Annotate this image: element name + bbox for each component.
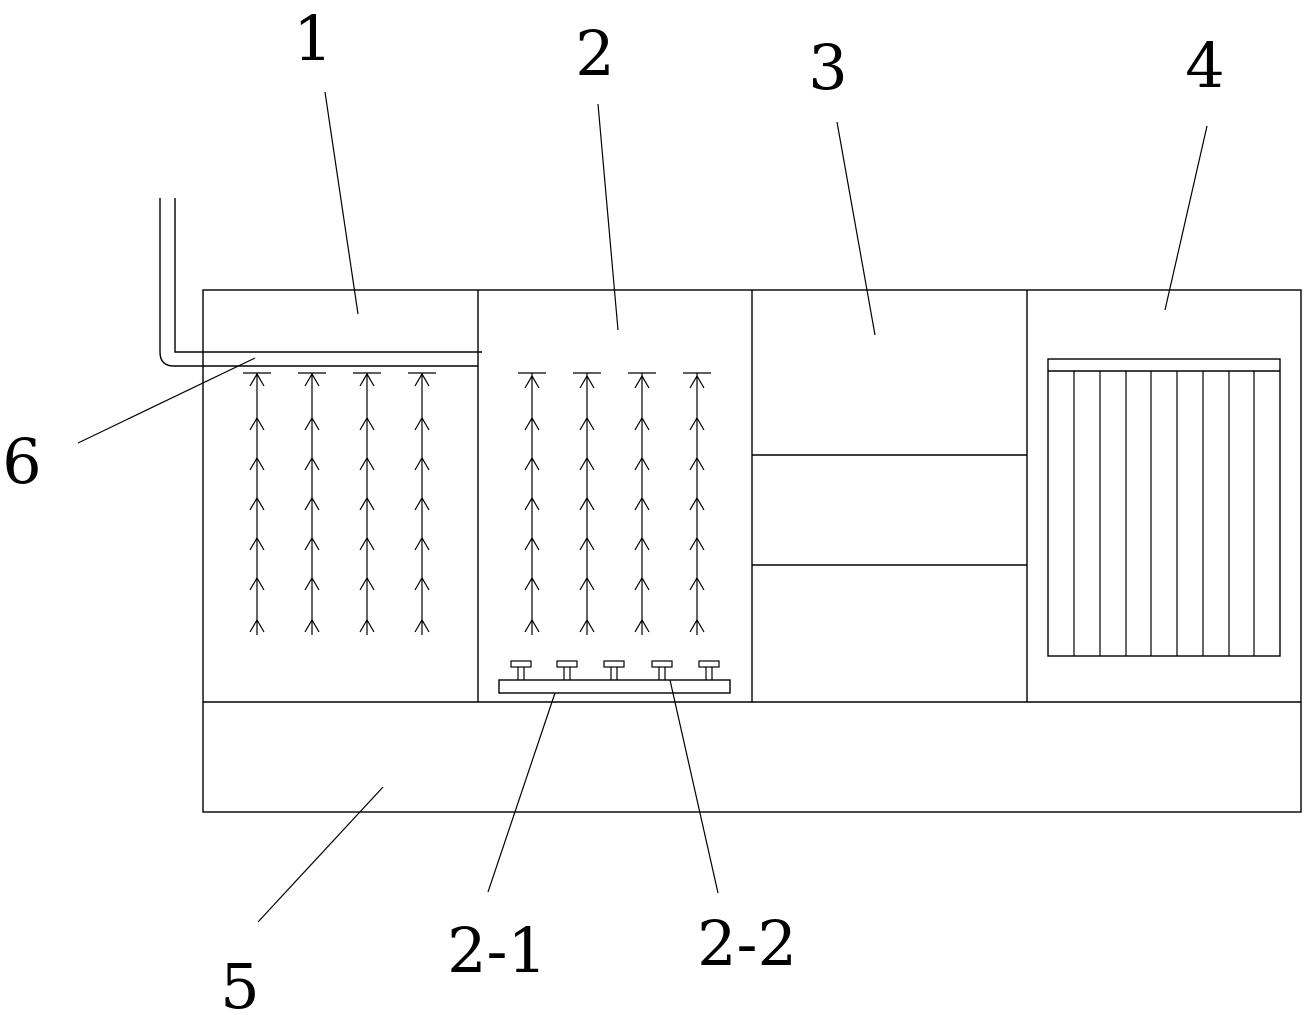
spray-chevron bbox=[249, 456, 265, 471]
spray-line-chamber-2-1 bbox=[518, 372, 546, 635]
spray-chevron bbox=[634, 496, 650, 511]
spray-chevron bbox=[359, 536, 375, 551]
nozzle-3 bbox=[603, 660, 625, 680]
callout-2: 2 bbox=[575, 17, 614, 90]
spray-chevron bbox=[689, 496, 705, 511]
callout-3: 3 bbox=[808, 31, 847, 104]
nozzle-1 bbox=[510, 660, 532, 680]
leader-line-5 bbox=[257, 786, 384, 923]
spray-chevron bbox=[414, 496, 430, 511]
spray-line-chamber-2-4 bbox=[683, 372, 711, 635]
spray-chevron bbox=[524, 536, 540, 551]
spray-chevron bbox=[689, 576, 705, 591]
callout-2-1: 2-1 bbox=[447, 914, 547, 987]
spray-chevron bbox=[579, 576, 595, 591]
nozzle-cap bbox=[556, 660, 578, 668]
spray-chevron bbox=[634, 456, 650, 471]
spray-chevron bbox=[249, 496, 265, 511]
spray-chevron bbox=[634, 536, 650, 551]
leader-line-2-2 bbox=[669, 679, 719, 894]
callout-1: 1 bbox=[293, 2, 332, 75]
spray-chevron bbox=[304, 576, 320, 591]
spray-chevron bbox=[524, 456, 540, 471]
spray-line-chamber-1-3 bbox=[353, 372, 381, 635]
spray-chevron bbox=[359, 618, 375, 633]
leader-line-4 bbox=[1164, 125, 1208, 311]
spray-chevron bbox=[524, 374, 540, 389]
spray-chevron bbox=[359, 576, 375, 591]
spray-lines-chamber-1 bbox=[243, 372, 436, 635]
nozzle-2 bbox=[556, 660, 578, 680]
spray-chevron bbox=[304, 618, 320, 633]
leader-line-3 bbox=[836, 121, 876, 336]
spray-chevron bbox=[249, 372, 265, 387]
leader-line-1 bbox=[324, 91, 359, 315]
spray-chevron bbox=[634, 576, 650, 591]
spray-line-chamber-2-2 bbox=[573, 372, 601, 635]
spray-chevron bbox=[524, 496, 540, 511]
spray-chevron bbox=[304, 456, 320, 471]
spray-line-chamber-1-1 bbox=[243, 372, 271, 635]
spray-chevron bbox=[304, 372, 320, 387]
spray-chevron bbox=[689, 618, 705, 633]
spray-chevron bbox=[249, 618, 265, 633]
spray-line-chamber-2-3 bbox=[628, 372, 656, 635]
spray-chevron bbox=[359, 456, 375, 471]
spray-chevron bbox=[689, 456, 705, 471]
spray-chevron bbox=[414, 536, 430, 551]
spray-chevron bbox=[304, 536, 320, 551]
nozzle-cap bbox=[603, 660, 625, 668]
spray-chevron bbox=[579, 416, 595, 431]
callout-5: 5 bbox=[220, 950, 259, 1015]
spray-chevron bbox=[634, 374, 650, 389]
spray-chevron bbox=[524, 416, 540, 431]
nozzle-cap bbox=[510, 660, 532, 668]
spray-line-chamber-1-4 bbox=[408, 372, 436, 635]
spray-chevron bbox=[689, 374, 705, 389]
spray-chevron bbox=[524, 576, 540, 591]
nozzle-4 bbox=[651, 660, 673, 680]
spray-chevron bbox=[414, 372, 430, 387]
inlet-pipe-outer bbox=[159, 198, 478, 367]
nozzle-5 bbox=[698, 660, 720, 680]
spray-chevron bbox=[689, 416, 705, 431]
spray-chevron bbox=[579, 618, 595, 633]
distributor-bar bbox=[498, 679, 731, 694]
nozzle-cap bbox=[651, 660, 673, 668]
callout-2-2: 2-2 bbox=[697, 907, 797, 980]
spray-chevron bbox=[414, 576, 430, 591]
spray-chevron bbox=[359, 372, 375, 387]
leader-line-6 bbox=[77, 357, 256, 444]
callout-4: 4 bbox=[1185, 29, 1224, 102]
filter-panel-frame bbox=[1047, 358, 1281, 657]
spray-chevron bbox=[579, 496, 595, 511]
spray-chevron bbox=[634, 618, 650, 633]
filter-slats bbox=[1073, 371, 1255, 656]
nozzle-cap bbox=[698, 660, 720, 668]
spray-chevron bbox=[579, 536, 595, 551]
spray-chevron bbox=[249, 576, 265, 591]
spray-chevron bbox=[414, 618, 430, 633]
spray-chevron bbox=[359, 416, 375, 431]
nozzle-row bbox=[510, 660, 720, 680]
spray-chevron bbox=[249, 536, 265, 551]
inlet-pipe-inner bbox=[174, 198, 482, 353]
spray-lines-chamber-2 bbox=[518, 372, 711, 635]
spray-chevron bbox=[359, 496, 375, 511]
spray-chevron bbox=[414, 416, 430, 431]
spray-chevron bbox=[634, 416, 650, 431]
spray-line-chamber-1-2 bbox=[298, 372, 326, 635]
spray-chevron bbox=[579, 374, 595, 389]
spray-chevron bbox=[414, 456, 430, 471]
spray-chevron bbox=[689, 536, 705, 551]
spray-chevron bbox=[249, 416, 265, 431]
spray-chevron bbox=[304, 496, 320, 511]
leader-line-2-1 bbox=[487, 692, 556, 893]
spray-chevron bbox=[579, 456, 595, 471]
callout-6: 6 bbox=[2, 425, 41, 498]
leader-line-2 bbox=[597, 103, 619, 331]
spray-chevron bbox=[304, 416, 320, 431]
spray-chevron bbox=[524, 618, 540, 633]
